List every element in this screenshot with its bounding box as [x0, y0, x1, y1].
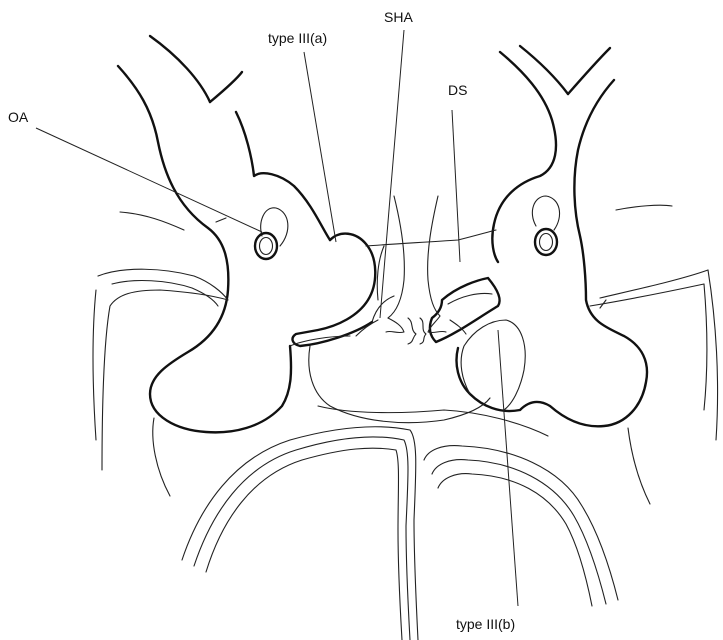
- right-carotid-artery: [457, 46, 673, 504]
- sha-label: SHA: [384, 9, 413, 25]
- ds-leader: [452, 110, 460, 262]
- right-lateral-wall: [590, 270, 718, 440]
- sella-region: [309, 230, 496, 423]
- ds-label: DS: [448, 82, 467, 98]
- type-iii-a-leader: [304, 52, 336, 242]
- type-iii-b-leader: [498, 330, 518, 606]
- left-ophthalmic-loop: [255, 208, 288, 259]
- type-iii-b-label: type III(b): [456, 616, 515, 632]
- oa-label: OA: [8, 109, 29, 125]
- sphenoid-sinus-arches: [182, 406, 618, 640]
- type-iii-a-label: type III(a): [268, 30, 327, 46]
- sha-leader: [380, 30, 404, 318]
- left-lateral-wall: [93, 269, 228, 496]
- oa-leader: [36, 128, 262, 232]
- right-ophthalmic-loop: [532, 196, 559, 255]
- left-carotid-artery: [118, 36, 375, 432]
- type-iii-b-lobe: [430, 278, 525, 410]
